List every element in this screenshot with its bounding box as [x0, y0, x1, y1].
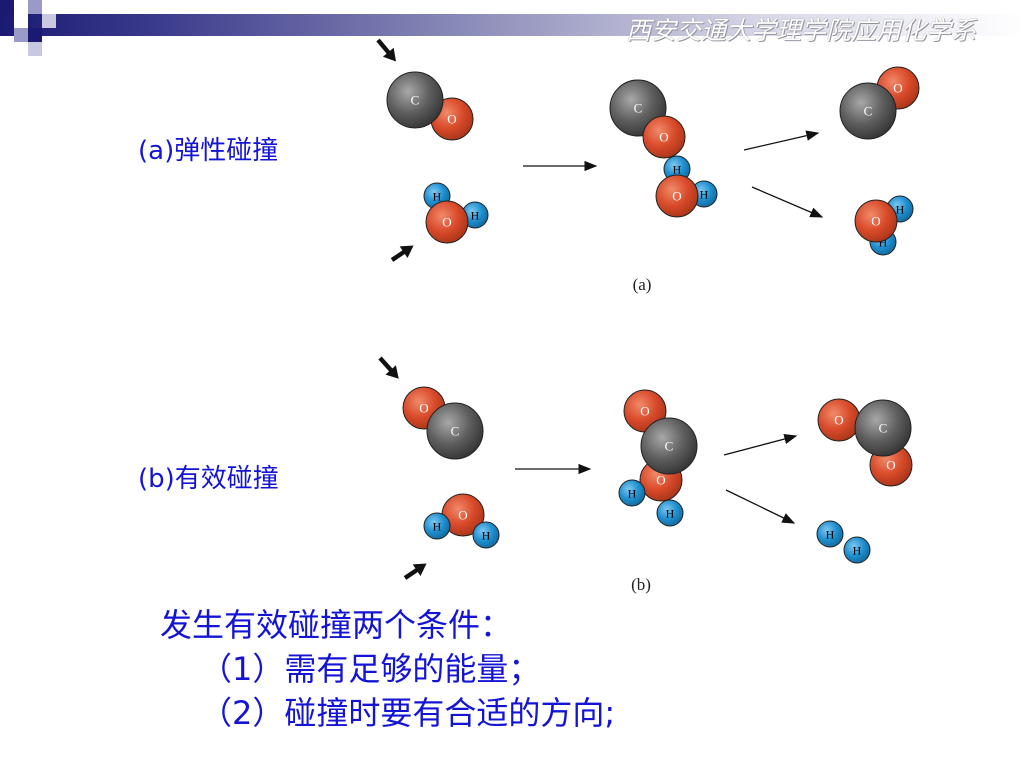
atom-label: C [864, 104, 873, 119]
carbon-atom: C [854, 399, 912, 457]
approach-arrow [376, 38, 396, 62]
atom-sphere [472, 521, 500, 549]
approach-arrow [378, 356, 399, 379]
oxygen-atom: O [425, 200, 469, 244]
carbon-atom: C [386, 71, 444, 129]
panel-b-caption: (b) [631, 575, 651, 594]
atom-label: C [411, 93, 420, 108]
oxygen-atom: O [642, 115, 686, 159]
atom-sphere [618, 479, 646, 507]
decor-square [14, 14, 28, 28]
atom-label: C [634, 101, 643, 116]
atom-label: H [896, 203, 905, 217]
atom-label: O [458, 508, 467, 523]
conditions-title: 发生有效碰撞两个条件： [160, 606, 513, 644]
atom-label: O [672, 189, 681, 204]
atom-label: H [433, 520, 442, 534]
atom-label: H [673, 163, 682, 177]
atom-sphere [425, 200, 469, 244]
decor-square [14, 28, 28, 42]
atom-label: H [853, 544, 862, 558]
atom-label: C [451, 424, 460, 439]
atom-label: H [482, 529, 491, 543]
conditions-notes: 发生有效碰撞两个条件： （1）需有足够的能量； （2）碰撞时要有合适的方向; [160, 603, 615, 735]
atom-label: O [893, 81, 902, 96]
panel-a-caption: (a) [633, 275, 652, 294]
atom-sphere [655, 174, 699, 218]
atom-sphere [642, 115, 686, 159]
atom-label: H [666, 507, 675, 521]
hydrogen-atom: H [472, 521, 500, 549]
arrow-line [743, 130, 820, 151]
school-name: 西安交通大学理学院应用化学系 [625, 16, 976, 45]
atom-label: O [442, 215, 451, 230]
atom-label: H [700, 188, 709, 202]
atom-label: H [471, 209, 480, 223]
condition-2: （2）碰撞时要有合适的方向; [200, 694, 616, 732]
atom-label: H [879, 236, 888, 250]
decor-square [0, 0, 14, 14]
atom-sphere [839, 82, 897, 140]
panel-a-approach-arrows [376, 38, 414, 262]
atom-label: H [433, 190, 442, 204]
atom-sphere [426, 402, 484, 460]
carbon-atom: C [426, 402, 484, 460]
arrow-line [751, 186, 824, 218]
atom-label: O [834, 413, 843, 428]
atom-sphere [386, 71, 444, 129]
atom-sphere [656, 499, 684, 527]
hydrogen-atom: H [423, 512, 451, 540]
atom-label: O [640, 404, 649, 419]
panel-a-label: (a)弹性碰撞 [138, 136, 279, 166]
hydrogen-atom: H [816, 520, 844, 548]
panel-b-approach-arrows [378, 356, 427, 580]
panel-b-label: (b)有效碰撞 [138, 464, 279, 494]
arrow-line [723, 433, 798, 456]
atom-sphere [854, 199, 898, 243]
panel-a-reaction-arrows [523, 130, 824, 218]
panel-b-reaction-arrows [515, 433, 798, 524]
decor-square [28, 42, 42, 56]
atom-label: H [826, 528, 835, 542]
approach-arrow [403, 563, 427, 580]
oxygen-atom: O [655, 174, 699, 218]
atom-sphere [423, 512, 451, 540]
atom-label: C [665, 439, 674, 454]
approach-arrow [390, 245, 414, 262]
oxygen-atom: O [817, 398, 861, 442]
atom-sphere [854, 399, 912, 457]
carbon-atom: C [839, 82, 897, 140]
hydrogen-atom: H [618, 479, 646, 507]
atom-sphere [843, 536, 871, 564]
hydrogen-atom: H [656, 499, 684, 527]
condition-1: （1）需有足够的能量； [200, 650, 541, 688]
decor-square [28, 0, 42, 14]
atom-label: O [871, 214, 880, 229]
atom-label: O [656, 473, 665, 488]
hydrogen-atom: H [843, 536, 871, 564]
atom-label: O [447, 112, 456, 127]
atom-label: O [419, 401, 428, 416]
atom-sphere [640, 417, 698, 475]
decor-square [42, 14, 56, 28]
atom-label: H [628, 487, 637, 501]
atom-label: O [886, 458, 895, 473]
hydrogen-atom: H [663, 155, 691, 183]
oxygen-atom: O [854, 199, 898, 243]
atom-sphere [816, 520, 844, 548]
atom-label: C [879, 421, 888, 436]
panel-b-molecules: O C O H H O O C H H O O C H H [402, 386, 913, 564]
hydrogen-atom: H [461, 201, 489, 229]
atom-label: O [659, 130, 668, 145]
arrow-line [725, 489, 796, 524]
decor-square [28, 28, 42, 42]
carbon-atom: C [640, 417, 698, 475]
header-bar [0, 14, 1024, 36]
